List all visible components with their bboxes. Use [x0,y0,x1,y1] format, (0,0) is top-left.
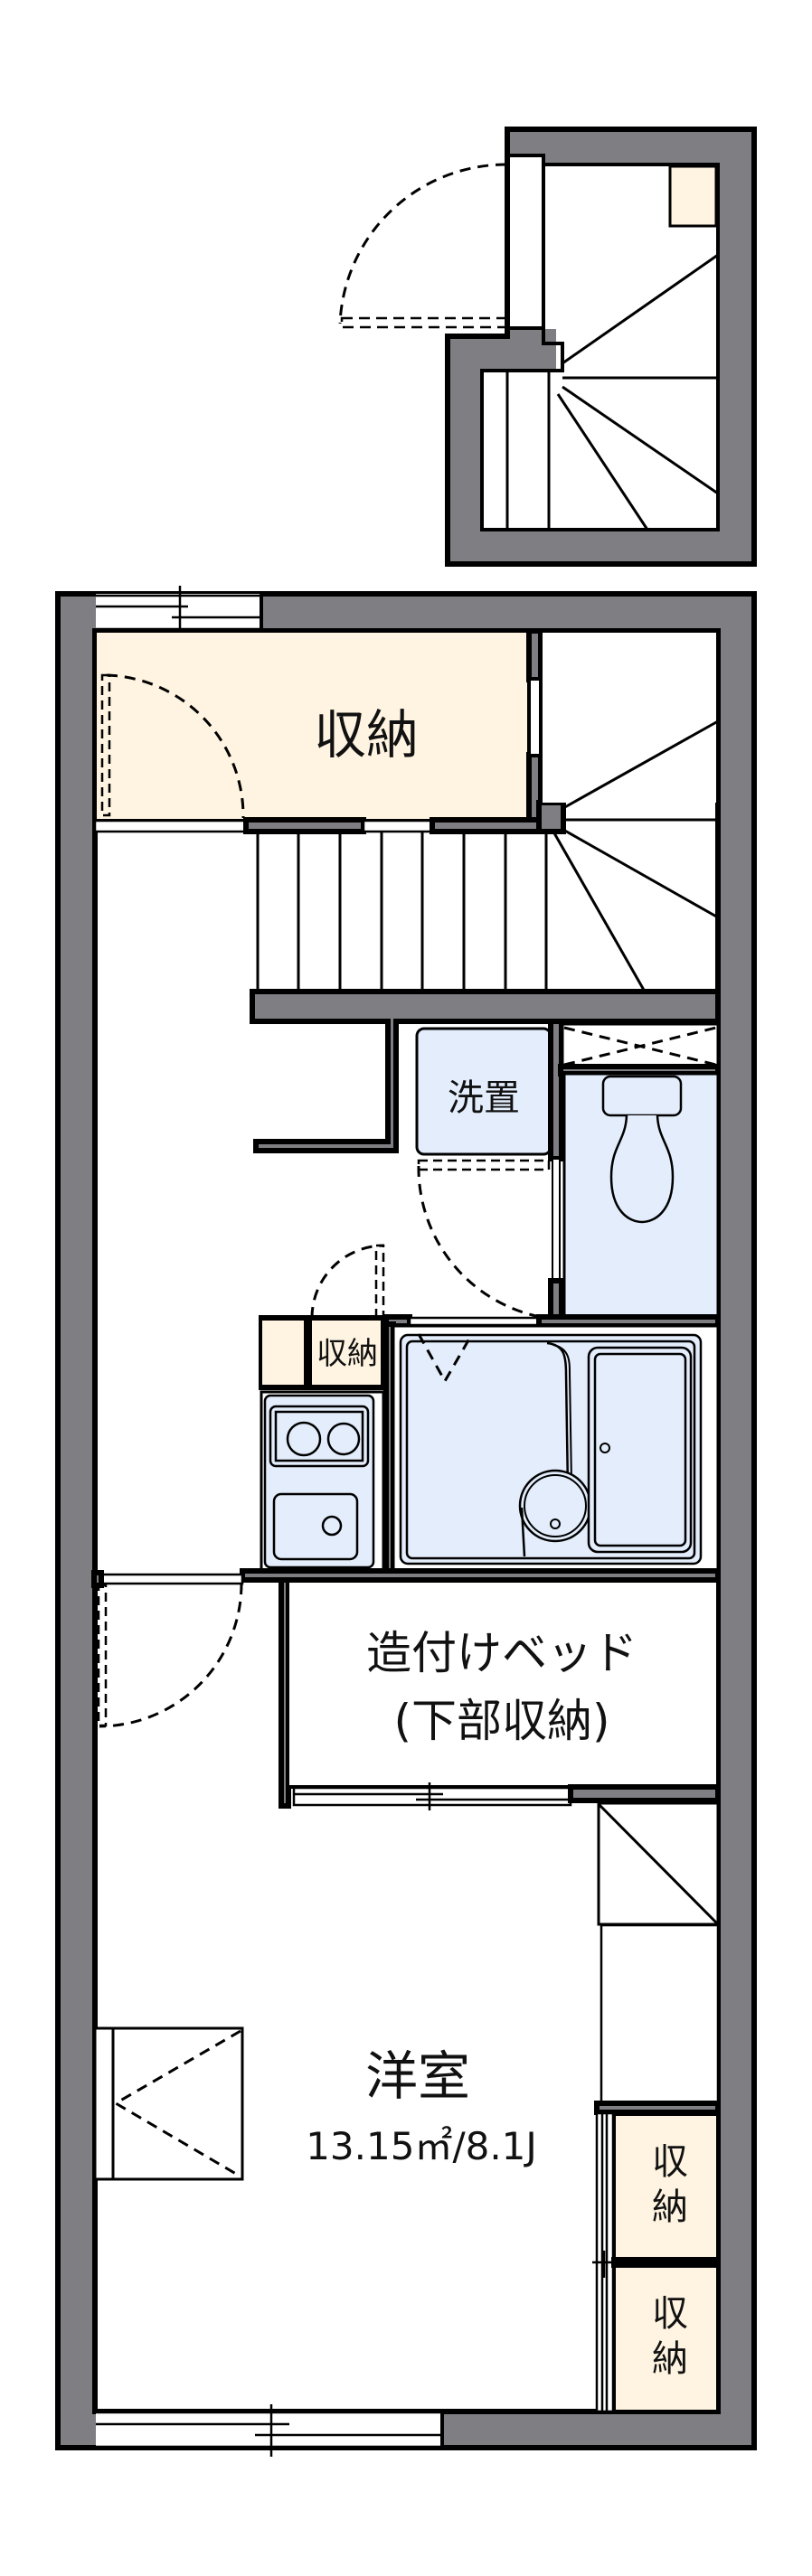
unit-bath [383,1321,720,1580]
entrance-inner-outline [480,163,720,531]
stair-tread [562,828,719,919]
sink [272,1492,359,1561]
stair-base-wall [250,989,721,1153]
bottom-window[interactable] [96,2404,444,2457]
air-conditioner-unit [93,2026,244,2181]
label-small-storage: 収納 [316,1336,378,1372]
entrance-door-swing [338,163,507,324]
shoe-box [668,165,718,228]
entrance-door-leaf [340,316,508,329]
label-closet-lower: 収納 [646,2294,687,2384]
stair-tread [562,719,719,810]
straight-stairs [256,832,548,992]
toilet-bowl [609,1114,675,1224]
burner-icon [326,1422,361,1456]
label-western-room-area: 13.15㎡/8.1J [306,2124,537,2168]
entrance-stair-block [338,127,757,567]
small-storage-door-swing [310,1244,385,1319]
label-built-in-bed: 造付けベッド [366,1627,637,1679]
ac-indicator [113,2029,241,2178]
closet-lower [612,2264,720,2413]
label-closet-upper: 収納 [646,2142,687,2233]
burner-icon [286,1421,322,1457]
bedroom-door-swing [99,1583,243,1728]
stair-tread [562,385,719,495]
built-in-bed [286,1579,720,1789]
label-bed-under-storage: (下部収納) [393,1695,610,1747]
toilet-tank [601,1075,683,1117]
kitchen-counter [260,1390,385,1575]
main-unit [55,586,757,2457]
bath-door-opening[interactable] [408,1316,541,1327]
stair-newel [536,800,566,834]
entrance-door-opening[interactable] [506,154,545,330]
bedroom-door-opening[interactable] [98,1573,244,1585]
label-western-room: 洋室 [364,2045,471,2107]
stair-tread [552,831,647,992]
wash-basin [518,1469,592,1543]
storage-door-swing [106,673,245,819]
drain-icon [321,1515,343,1537]
storage-room-top [93,629,531,823]
label-washer-space: 洗置 [448,1077,520,1119]
stair-tread [556,393,649,531]
storage-door-leaf [100,673,111,817]
stair-tread [562,253,719,365]
storage-side-opening [529,679,541,756]
washroom-door-swing [417,1165,546,1320]
closet-upper [612,2112,720,2261]
label-storage-top: 収納 [313,704,420,766]
